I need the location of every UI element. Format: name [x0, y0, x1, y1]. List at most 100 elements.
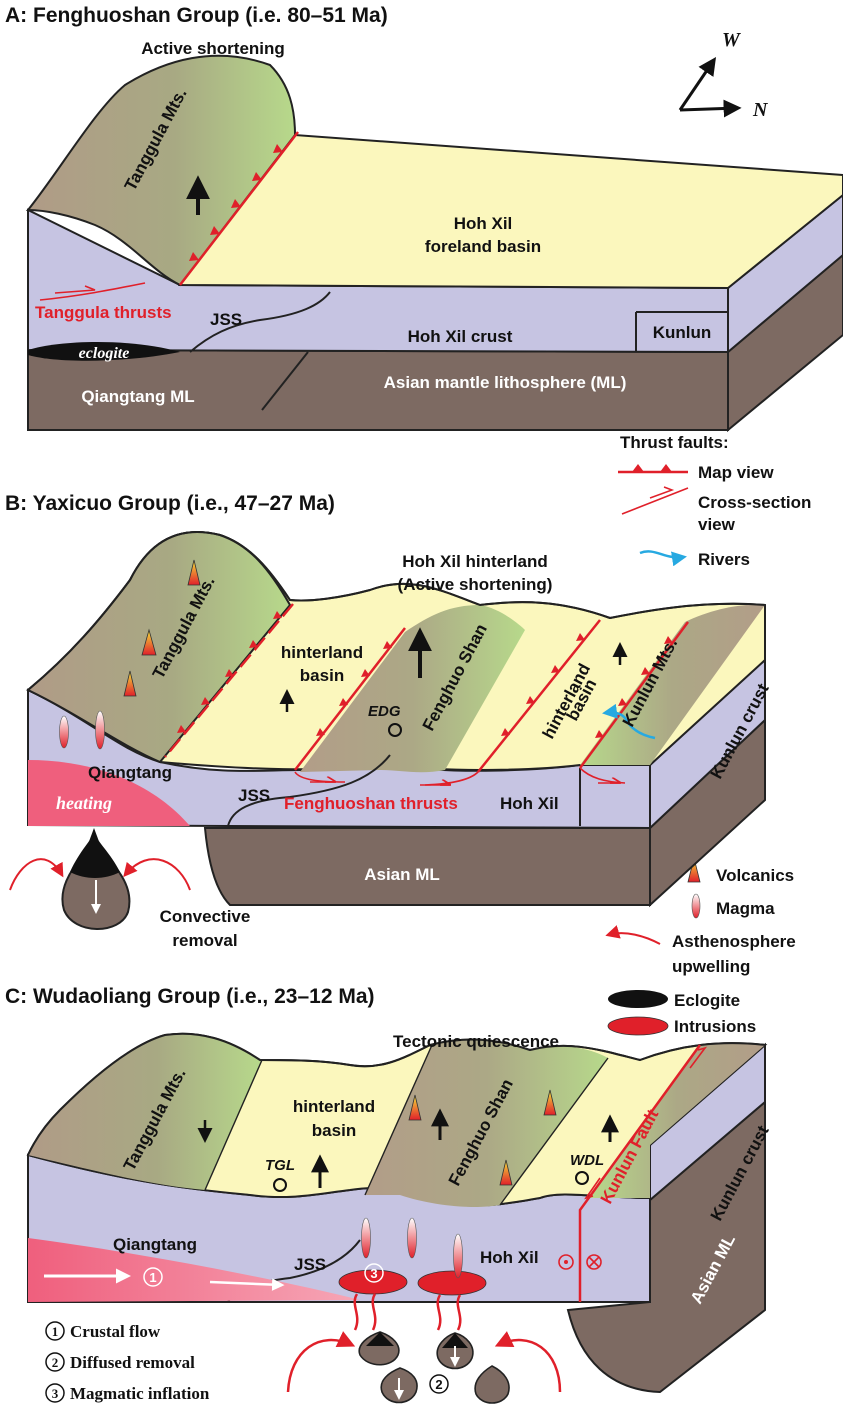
b-fenghuo-ridge [300, 605, 525, 773]
compass-n-arrow [679, 99, 742, 118]
b-edg-label: EDG [368, 703, 401, 720]
c-drip-1 [358, 1331, 400, 1366]
b-hinterland-1: Hoh Xil hinterland [402, 552, 547, 571]
a-qiangtang-ml-label: Qiangtang ML [81, 387, 194, 406]
b-volcano-2 [141, 628, 157, 656]
a-jss-label: JSS [210, 310, 242, 329]
legend-rivers: Rivers [698, 550, 750, 569]
c-magma-2 [407, 1217, 417, 1259]
b-jss: JSS [238, 786, 270, 805]
c-out-of-page-symbol [558, 1254, 574, 1270]
legend-thrust-faults: Thrust faults: [620, 433, 729, 452]
b-volcano-1 [187, 559, 201, 586]
b-heating-zone [28, 760, 190, 826]
c-legend-diffused: Diffused removal [70, 1353, 195, 1372]
c-volcano-2 [543, 1089, 557, 1116]
panel-b: B: Yaxicuo Group (i.e., 47–27 Ma) Hoh Xi… [5, 492, 773, 950]
b-hb1-1: hinterland [281, 643, 363, 662]
c-num-1-circle [143, 1267, 163, 1287]
c-kunlun-ridge [590, 1042, 765, 1198]
c-hb-1: hinterland [293, 1097, 375, 1116]
b-thrust-2 [477, 619, 601, 773]
c-intrusion-2 [417, 1270, 487, 1296]
c-astheno-arrow-2 [494, 1331, 562, 1393]
legend-magma: Magma [716, 899, 775, 918]
c-drip-4 [474, 1365, 510, 1404]
b-magma-2 [95, 710, 105, 750]
b-xs-thrust-1 [294, 771, 346, 783]
legend-astheno-1: Asthenosphere [672, 932, 796, 951]
a-thrust-teeth [189, 144, 283, 261]
a-ml-boundary [261, 351, 309, 411]
compass-n-label: N [752, 99, 769, 121]
c-num-2-circle [429, 1374, 449, 1394]
b-river [602, 703, 656, 740]
legend-map-view-teeth [632, 464, 672, 472]
c-boundary-2 [364, 1044, 433, 1196]
c-feeder-3 [436, 1294, 442, 1331]
c-jss: JSS [294, 1255, 326, 1274]
c-boundary-3 [499, 1057, 609, 1206]
b-conv-1: Convective [160, 907, 251, 926]
b-hb1-2: basin [300, 666, 344, 685]
compass-w-label: W [722, 29, 741, 51]
legend-river-symbol [639, 550, 687, 567]
a-basin-label-2: foreland basin [425, 237, 541, 256]
b-hohxil: Hoh Xil [500, 794, 559, 813]
b-title: B: Yaxicuo Group (i.e., 47–27 Ma) [5, 492, 335, 515]
c-boundary-1 [204, 1059, 263, 1191]
a-thrust-cross [39, 282, 146, 301]
a-active-label: Active shortening [141, 39, 285, 58]
b-removal-eclogite-body [70, 832, 120, 878]
legend-volcanics-symbol [687, 857, 701, 883]
a-kunlun-label: Kunlun [653, 323, 712, 342]
b-heating: heating [56, 793, 112, 813]
c-num-3: 3 [370, 1266, 377, 1281]
c-top-outline [27, 1032, 766, 1156]
legend: Thrust faults: Map view Cross-section vi… [605, 433, 811, 1036]
panel-c: 1 3 2 [5, 985, 773, 1404]
a-thrusts-label: Tanggula thrusts [35, 303, 172, 322]
legend-eclogite: Eclogite [674, 991, 740, 1010]
c-volcano-1 [408, 1094, 422, 1121]
b-thrusts-label: Fenghuoshan thrusts [284, 794, 458, 813]
b-astheno-arrow-1 [9, 858, 64, 891]
compass: W N [678, 29, 769, 121]
b-mantle-front [203, 827, 651, 906]
b-qiangtang: Qiangtang [88, 763, 172, 782]
c-tgl-marker [273, 1178, 287, 1192]
c-magma-3 [453, 1233, 463, 1279]
c-feeder-4 [456, 1294, 462, 1331]
c-legend-num-2: 2 [52, 1355, 59, 1370]
a-basin-label-1: Hoh Xil [454, 214, 513, 233]
b-thrust-1 [294, 627, 406, 771]
c-hohxil: Hoh Xil [480, 1248, 539, 1267]
b-jss-line [227, 754, 391, 827]
c-mantle-side [566, 1099, 766, 1394]
b-hinterland-2: (Active shortening) [398, 575, 553, 594]
b-edg-marker [388, 723, 402, 737]
c-kunlun-fault [578, 1044, 702, 1302]
c-into-page-symbol [586, 1254, 602, 1270]
c-wdl-marker [575, 1171, 589, 1185]
c-volcano-3 [499, 1159, 513, 1186]
legend-cross-1: Cross-section [698, 493, 811, 512]
compass-w-arrow [678, 57, 717, 111]
a-jss-line [189, 291, 331, 353]
b-thrust-teeth [177, 611, 673, 738]
b-conv-2: removal [172, 931, 237, 950]
a-title: A: Fenghuoshan Group (i.e. 80–51 Ma) [5, 4, 388, 27]
b-volcano-3 [123, 670, 137, 697]
c-num-3-circle [364, 1263, 384, 1283]
c-hb-2: basin [312, 1121, 356, 1140]
c-title: C: Wudaoliang Group (i.e., 23–12 Ma) [5, 985, 375, 1008]
b-magma-1 [59, 715, 69, 749]
legend-astheno-symbol [605, 925, 661, 945]
c-fault-arrow-2 [584, 1177, 601, 1200]
legend-astheno-2: upwelling [672, 957, 750, 976]
a-asian-ml-label: Asian mantle lithosphere (ML) [384, 373, 627, 392]
c-qiangtang: Qiangtang [113, 1235, 197, 1254]
c-wdl: WDL [570, 1152, 604, 1169]
a-thrust-map-line [179, 131, 299, 286]
